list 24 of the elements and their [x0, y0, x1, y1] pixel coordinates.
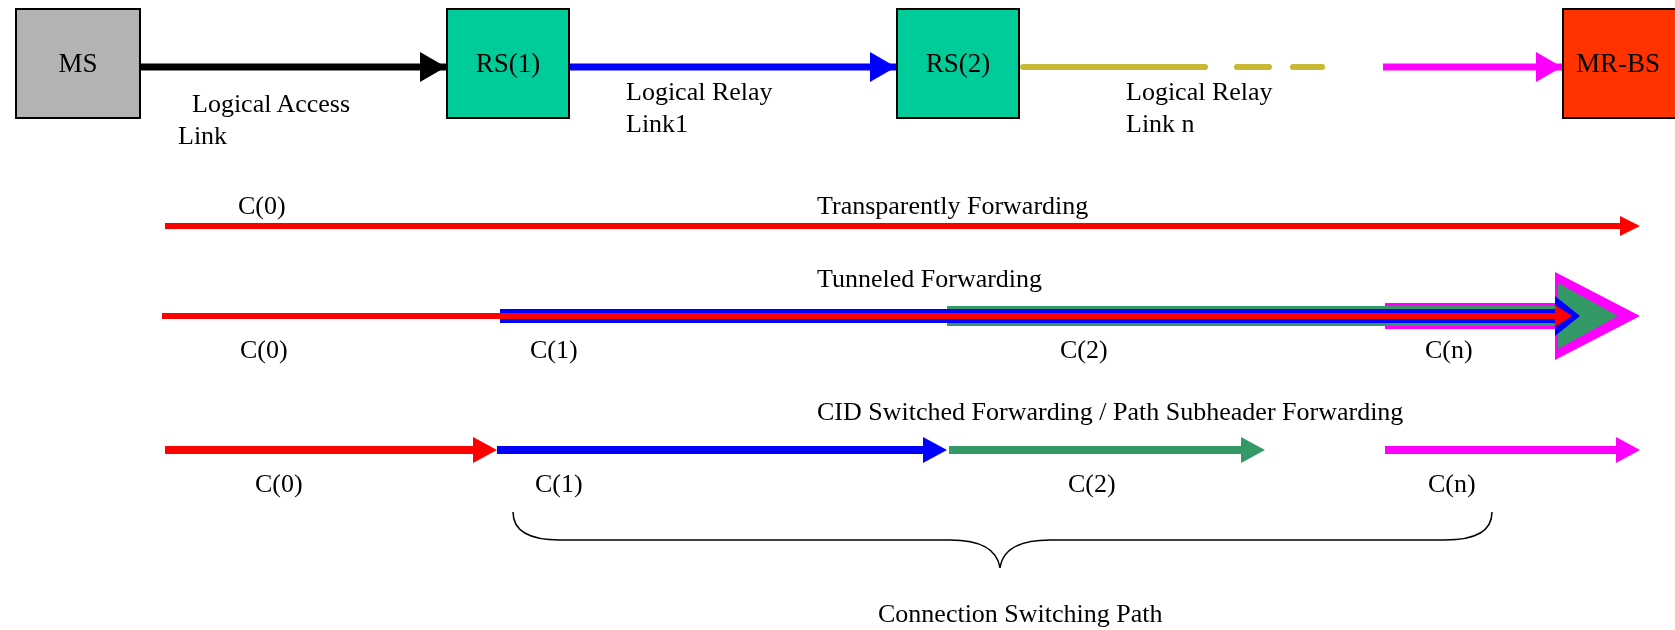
connection-label: C(n)	[1425, 334, 1473, 366]
connection-label: C(1)	[530, 334, 578, 366]
brace-label: Connection Switching Path	[878, 598, 1163, 630]
node-label: MS	[58, 48, 98, 79]
row-title: Transparently Forwarding	[817, 190, 1089, 222]
node-box	[446, 8, 570, 119]
node-label: RS(2)	[925, 48, 991, 79]
node-label: RS(1)	[475, 48, 541, 79]
node-label: MR-BS	[1576, 48, 1661, 79]
edge-label: Logical Relay Link n	[1126, 76, 1274, 140]
connection-label: C(1)	[535, 468, 583, 500]
connection-label: C(0)	[240, 334, 288, 366]
node-box	[1562, 8, 1675, 119]
connection-label: C(2)	[1060, 334, 1108, 366]
connection-label: C(2)	[1068, 468, 1116, 500]
connection-label: C(0)	[255, 468, 303, 500]
connection-label: C(0)	[238, 190, 286, 222]
node-box	[896, 8, 1020, 119]
connection-label: C(n)	[1428, 468, 1476, 500]
row-title: Tunneled Forwarding	[817, 263, 1043, 295]
edge-label: Logical Relay Link1	[626, 76, 774, 140]
edge-label: Logical Access Link	[178, 88, 352, 152]
node-box	[15, 8, 141, 119]
row-title: CID Switched Forwarding / Path Subheader Forwarding	[817, 396, 1404, 428]
